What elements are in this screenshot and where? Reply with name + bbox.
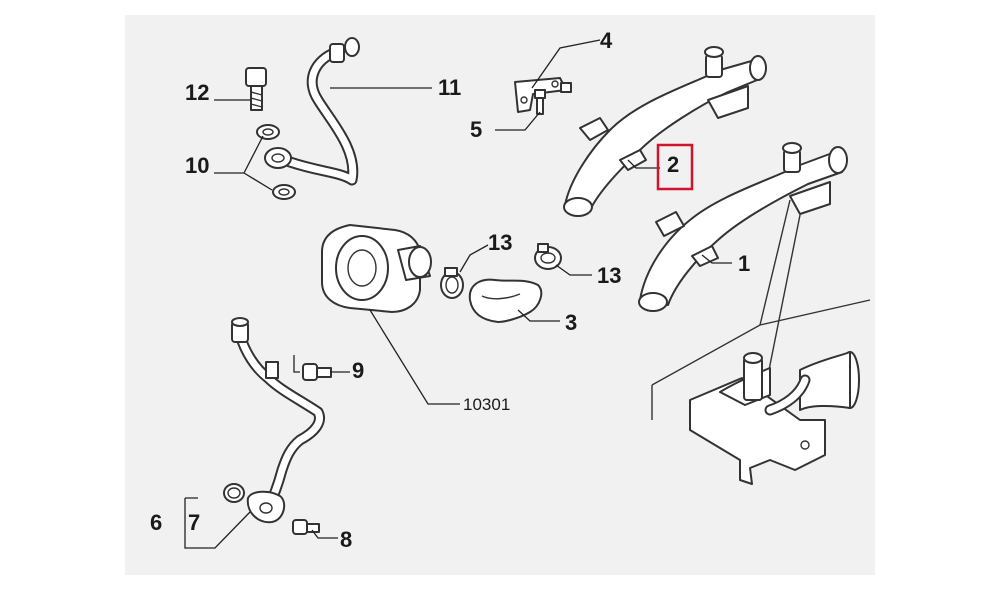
part-1-coolant-pipe[interactable] bbox=[638, 142, 848, 312]
part-11-pipe[interactable] bbox=[264, 37, 360, 186]
callout-13-right: 13 bbox=[597, 263, 621, 288]
part-4-bracket[interactable] bbox=[514, 77, 572, 113]
part-13-clamp-right[interactable] bbox=[534, 243, 562, 270]
part-7-seal[interactable] bbox=[223, 483, 245, 503]
detail-inset bbox=[651, 199, 871, 485]
callout-9: 9 bbox=[352, 358, 364, 383]
callout-10301: 10301 bbox=[463, 395, 510, 414]
callout-labels: 12 10 11 4 5 2 1 13 13 3 9 10301 6 7 8 bbox=[150, 28, 750, 552]
callout-6: 6 bbox=[150, 510, 162, 535]
highlight-box-callout-2 bbox=[656, 143, 694, 191]
callout-5: 5 bbox=[470, 117, 482, 142]
callout-8: 8 bbox=[340, 527, 352, 552]
part-12-bolt[interactable] bbox=[245, 67, 267, 111]
callout-11: 11 bbox=[438, 75, 461, 100]
part-10301-housing[interactable] bbox=[321, 224, 432, 313]
callout-13-left: 13 bbox=[488, 230, 512, 255]
callout-1: 1 bbox=[738, 251, 750, 276]
callout-7: 7 bbox=[188, 510, 200, 535]
part-13-clamp-left[interactable] bbox=[440, 267, 464, 299]
callout-3: 3 bbox=[565, 310, 577, 335]
part-5-screw[interactable] bbox=[534, 89, 546, 115]
leader-lines bbox=[184, 39, 732, 549]
callout-12: 12 bbox=[185, 80, 209, 105]
callout-2: 2 bbox=[667, 152, 679, 177]
callout-4: 4 bbox=[600, 28, 613, 53]
part-10-washers[interactable] bbox=[256, 124, 296, 200]
callout-10: 10 bbox=[185, 153, 209, 178]
part-3-hose[interactable] bbox=[468, 278, 543, 323]
part-2-coolant-pipe[interactable] bbox=[563, 46, 767, 217]
part-6-pipe[interactable] bbox=[231, 317, 325, 524]
part-9-bolt[interactable] bbox=[302, 363, 332, 381]
